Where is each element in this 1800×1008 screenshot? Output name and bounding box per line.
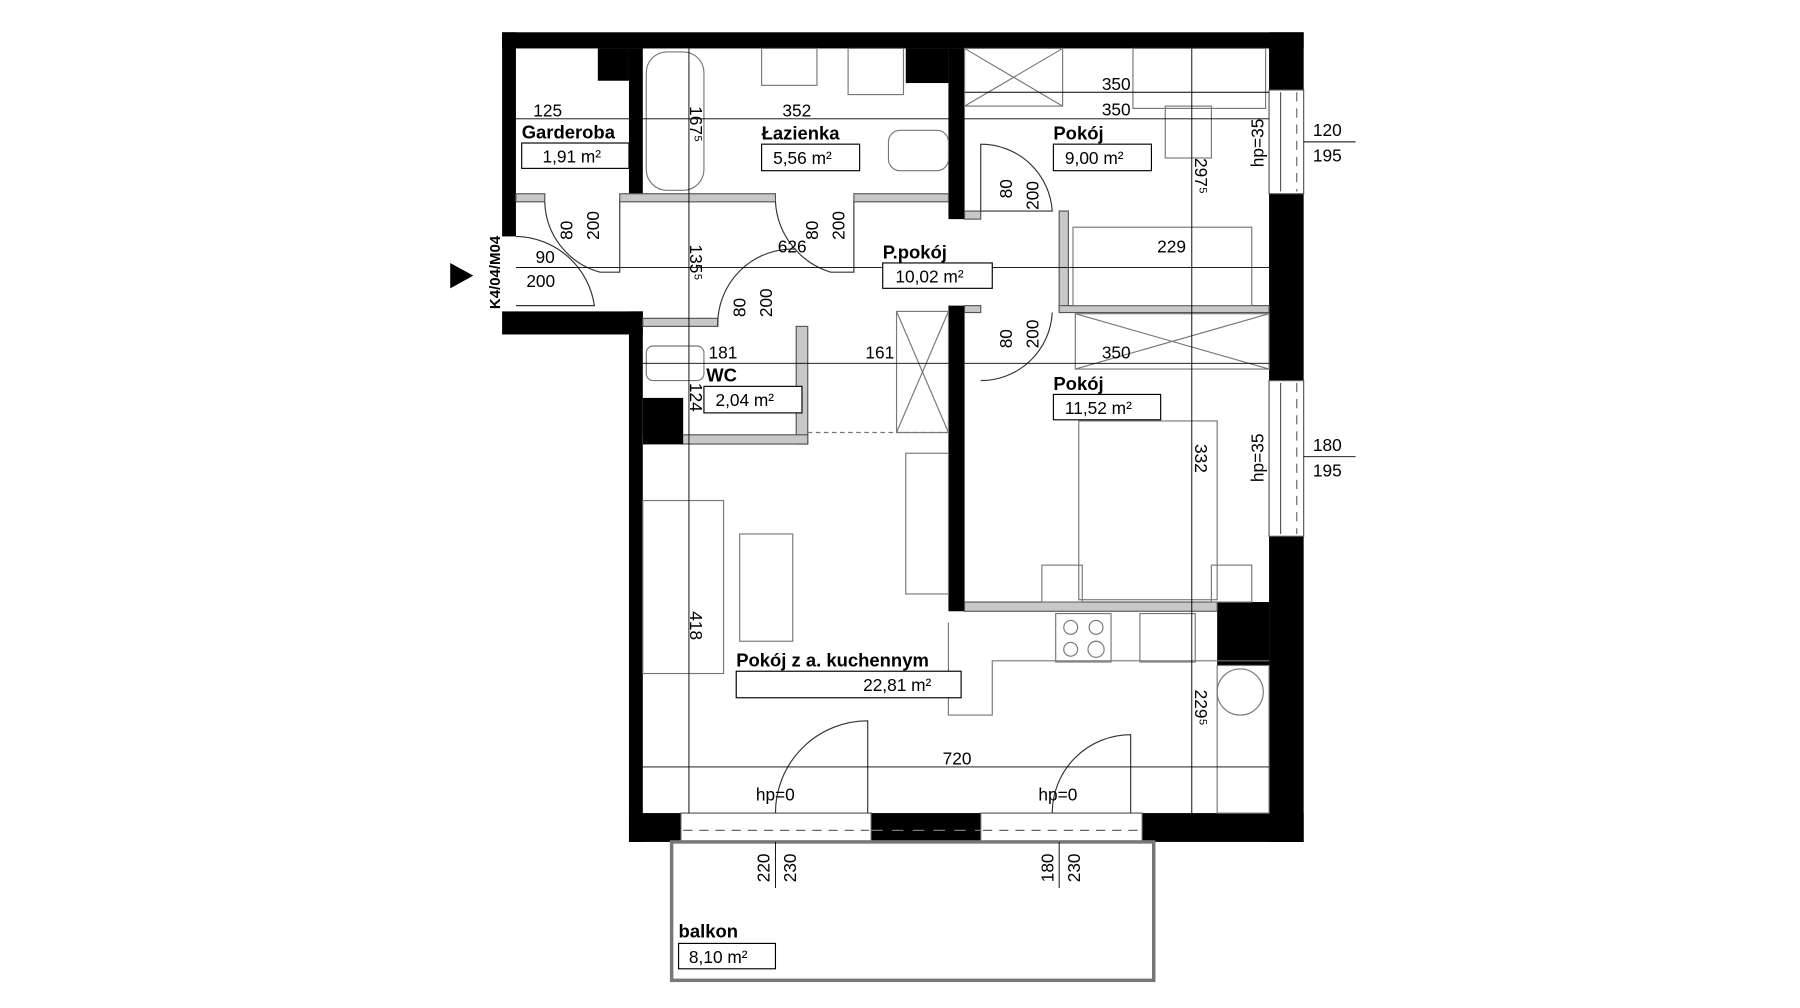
doors — [515, 143, 1132, 814]
dim-label: 297⁵ — [1191, 158, 1211, 194]
room-przedpokoj: 626 135⁵ P.pokój 10,02 m² — [686, 237, 993, 289]
door-height: 200 — [1022, 319, 1042, 348]
room-area: 10,02 m² — [895, 267, 963, 287]
dim-label: 350 — [1102, 74, 1131, 94]
window-width: 180 — [1313, 435, 1342, 455]
room-area: 22,81 m² — [863, 675, 931, 695]
window-sill-height: hp=0 — [756, 784, 795, 804]
dim-label: 350 — [1102, 343, 1131, 363]
door-height: 200 — [829, 211, 849, 240]
window-sill-height: hp=35 — [1247, 434, 1267, 483]
door-width: 80 — [729, 298, 749, 317]
room-balkon: balkon 8,10 m² — [677, 921, 777, 970]
partition-walls — [515, 193, 1270, 612]
room-lazienka: 352 167⁵ Łazienka 5,56 m² — [686, 100, 861, 172]
dim-label: 135⁵ — [686, 245, 706, 281]
dim-label: 352 — [782, 100, 811, 120]
window-height: 195 — [1313, 145, 1342, 165]
room-garderoba: 125 Garderoba 1,91 m² — [521, 100, 630, 169]
room-name: Pokój — [1053, 123, 1103, 144]
door-height: 200 — [1022, 181, 1042, 210]
dim-label: 418 — [686, 611, 706, 640]
dim-label: 125 — [533, 100, 562, 120]
room-area: 5,56 m² — [773, 148, 832, 168]
room-name: P.pokój — [883, 241, 947, 262]
door-height: 200 — [526, 271, 555, 291]
room-name: Garderoba — [522, 121, 616, 142]
room-area: 2,04 m² — [715, 390, 774, 410]
window-height: 230 — [1064, 853, 1084, 882]
window-sill-height: hp=35 — [1247, 119, 1267, 168]
room-name: Pokój — [1053, 373, 1103, 394]
window-height: 195 — [1313, 460, 1342, 480]
window-width: 180 — [1037, 853, 1057, 882]
dim-label: 161 — [865, 343, 894, 363]
unit-code: K4/04/M04 — [487, 235, 504, 309]
dim-label: 181 — [709, 343, 738, 363]
dim-label: 332 — [1191, 444, 1211, 473]
room-area: 8,10 m² — [689, 947, 748, 967]
door-width: 80 — [556, 221, 576, 240]
room-wc: 181 124 WC 2,04 m² 161 — [686, 343, 894, 414]
window-sill-height: hp=0 — [1038, 784, 1077, 804]
room-pokoj-2: 350 332 Pokój 11,52 m² — [1052, 343, 1211, 473]
window-labels: hp=35 120 195 hp=35 180 195 hp=0 220 230… — [754, 119, 1342, 883]
window-width: 220 — [754, 853, 774, 882]
room-area: 9,00 m² — [1065, 148, 1124, 168]
dimension-lines — [515, 48, 1356, 889]
door-height: 200 — [756, 288, 776, 317]
door-labels: 90 200 80 200 80 200 80 200 80 200 80 20… — [526, 179, 1042, 348]
room-salon: 418 229⁵ Pokój z a. kuchennym 22,81 m² 7… — [686, 611, 1211, 768]
dim-label: 229 — [1157, 237, 1186, 257]
dim-label: 626 — [778, 237, 807, 257]
door-width: 90 — [536, 247, 555, 267]
dim-label: 350 — [1102, 99, 1131, 119]
windows — [680, 89, 1305, 843]
door-height: 200 — [583, 211, 603, 240]
entrance-arrow-icon — [450, 262, 474, 289]
room-name: Pokój z a. kuchennym — [736, 650, 929, 671]
room-name: balkon — [679, 921, 738, 942]
door-width: 80 — [996, 329, 1016, 348]
dim-label: 167⁵ — [686, 106, 706, 142]
dim-label: 720 — [943, 749, 972, 769]
room-name: Łazienka — [762, 123, 841, 144]
room-area: 1,91 m² — [542, 147, 601, 167]
dim-label: 229⁵ — [1191, 690, 1211, 726]
door-width: 80 — [996, 179, 1016, 198]
window-width: 120 — [1313, 120, 1342, 140]
window-height: 230 — [780, 853, 800, 882]
room-area: 11,52 m² — [1065, 398, 1132, 418]
balcony-outline — [669, 840, 1156, 983]
door-width: 80 — [802, 221, 822, 240]
room-pokoj-1: 350 350 297⁵ Pokój 9,00 m² 229 — [1052, 74, 1211, 257]
room-name: WC — [706, 365, 737, 386]
dim-label: 124 — [686, 383, 706, 412]
